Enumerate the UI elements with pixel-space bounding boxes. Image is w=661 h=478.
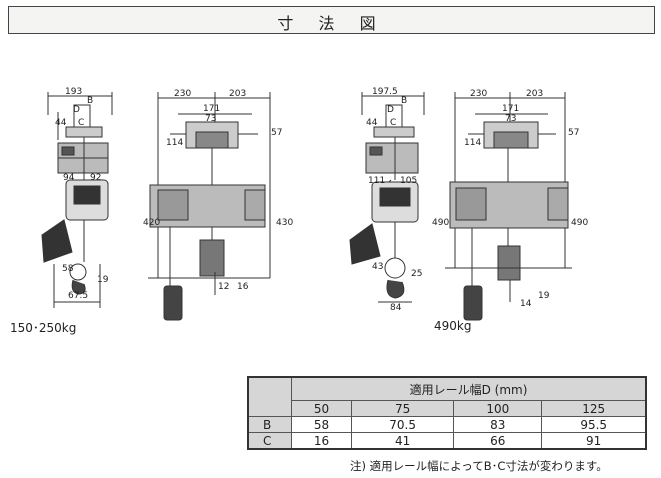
table-corner-cell bbox=[247, 376, 292, 417]
left-front-view bbox=[148, 92, 271, 321]
svg-text:57: 57 bbox=[271, 128, 282, 138]
table-cell: 58 bbox=[290, 416, 353, 433]
svg-text:105: 105 bbox=[400, 176, 417, 186]
svg-text:430: 430 bbox=[276, 218, 293, 228]
svg-text:C: C bbox=[390, 118, 396, 128]
svg-text:230: 230 bbox=[174, 89, 191, 99]
width-header: 75 bbox=[351, 400, 455, 417]
right-front-dims: 230 203 171 73 114 57 490 490 14 19 bbox=[432, 89, 588, 309]
width-header: 50 bbox=[290, 400, 353, 417]
svg-text:171: 171 bbox=[203, 104, 220, 114]
title-bar: 寸 法 図 bbox=[8, 6, 655, 34]
svg-text:197.5: 197.5 bbox=[372, 87, 398, 97]
svg-text:203: 203 bbox=[526, 89, 543, 99]
svg-text:C: C bbox=[78, 118, 84, 128]
svg-text:114: 114 bbox=[464, 138, 481, 148]
svg-text:111: 111 bbox=[368, 176, 385, 186]
dimension-drawing: 193 B D C 44 94 92 58 19 67.5 bbox=[41, 87, 588, 321]
svg-text:B: B bbox=[87, 96, 93, 106]
svg-text:43: 43 bbox=[372, 262, 383, 272]
right-side-view bbox=[349, 92, 425, 303]
svg-text:58: 58 bbox=[62, 264, 74, 274]
svg-text:14: 14 bbox=[520, 299, 532, 309]
width-header: 100 bbox=[453, 400, 543, 417]
svg-text:44: 44 bbox=[55, 118, 67, 128]
right-side-dims: 197.5 B D C 44 111 105 43 25 84 bbox=[366, 87, 422, 313]
svg-text:16: 16 bbox=[237, 282, 249, 292]
row-label-b: B bbox=[247, 416, 292, 433]
svg-text:490: 490 bbox=[432, 218, 449, 228]
left-front-dims: 230 203 171 73 114 57 420 430 12 16 bbox=[143, 89, 293, 292]
table-cell: 95.5 bbox=[541, 416, 647, 433]
svg-text:12: 12 bbox=[218, 282, 229, 292]
svg-text:19: 19 bbox=[538, 291, 550, 301]
svg-text:230: 230 bbox=[470, 89, 487, 99]
svg-text:67.5: 67.5 bbox=[68, 291, 88, 301]
width-header: 125 bbox=[541, 400, 647, 417]
table-cell: 83 bbox=[453, 416, 543, 433]
table-cell: 66 bbox=[453, 432, 543, 450]
svg-text:420: 420 bbox=[143, 218, 160, 228]
right-front-view bbox=[445, 92, 572, 321]
svg-text:92: 92 bbox=[90, 173, 101, 183]
svg-text:203: 203 bbox=[229, 89, 246, 99]
svg-text:44: 44 bbox=[366, 118, 378, 128]
row-label-c: C bbox=[247, 432, 292, 450]
table-cell: 91 bbox=[541, 432, 647, 450]
svg-text:73: 73 bbox=[205, 114, 216, 124]
footnote: 注) 適用レール幅によってB･C寸法が変わります。 bbox=[350, 459, 608, 473]
svg-text:94: 94 bbox=[63, 173, 75, 183]
svg-text:114: 114 bbox=[166, 138, 183, 148]
table-row: B 58 70.5 83 95.5 bbox=[247, 416, 647, 433]
svg-text:D: D bbox=[73, 105, 80, 115]
svg-text:19: 19 bbox=[97, 275, 109, 285]
table-cell: 41 bbox=[351, 432, 455, 450]
svg-text:490: 490 bbox=[571, 218, 588, 228]
model-label-150-250kg: 150･250kg bbox=[10, 321, 77, 335]
table-row: C 16 41 66 91 bbox=[247, 432, 647, 450]
page-title: 寸 法 図 bbox=[277, 14, 386, 33]
table-cell: 16 bbox=[290, 432, 353, 450]
svg-text:193: 193 bbox=[65, 87, 82, 97]
table-caption: 適用レール幅D (mm) bbox=[291, 376, 647, 401]
table-cell: 70.5 bbox=[351, 416, 455, 433]
model-label-490kg: 490kg bbox=[434, 319, 472, 333]
svg-text:25: 25 bbox=[411, 269, 422, 279]
svg-text:84: 84 bbox=[390, 303, 402, 313]
svg-text:B: B bbox=[401, 96, 407, 106]
rail-width-table: 適用レール幅D (mm) 50 75 100 125 B 58 70.5 83 … bbox=[247, 376, 647, 450]
left-side-view bbox=[41, 92, 113, 308]
svg-text:57: 57 bbox=[568, 128, 579, 138]
left-side-dims: 193 B D C 44 94 92 58 19 67.5 bbox=[55, 87, 109, 301]
svg-text:D: D bbox=[387, 105, 394, 115]
svg-text:73: 73 bbox=[505, 114, 516, 124]
svg-text:171: 171 bbox=[502, 104, 519, 114]
